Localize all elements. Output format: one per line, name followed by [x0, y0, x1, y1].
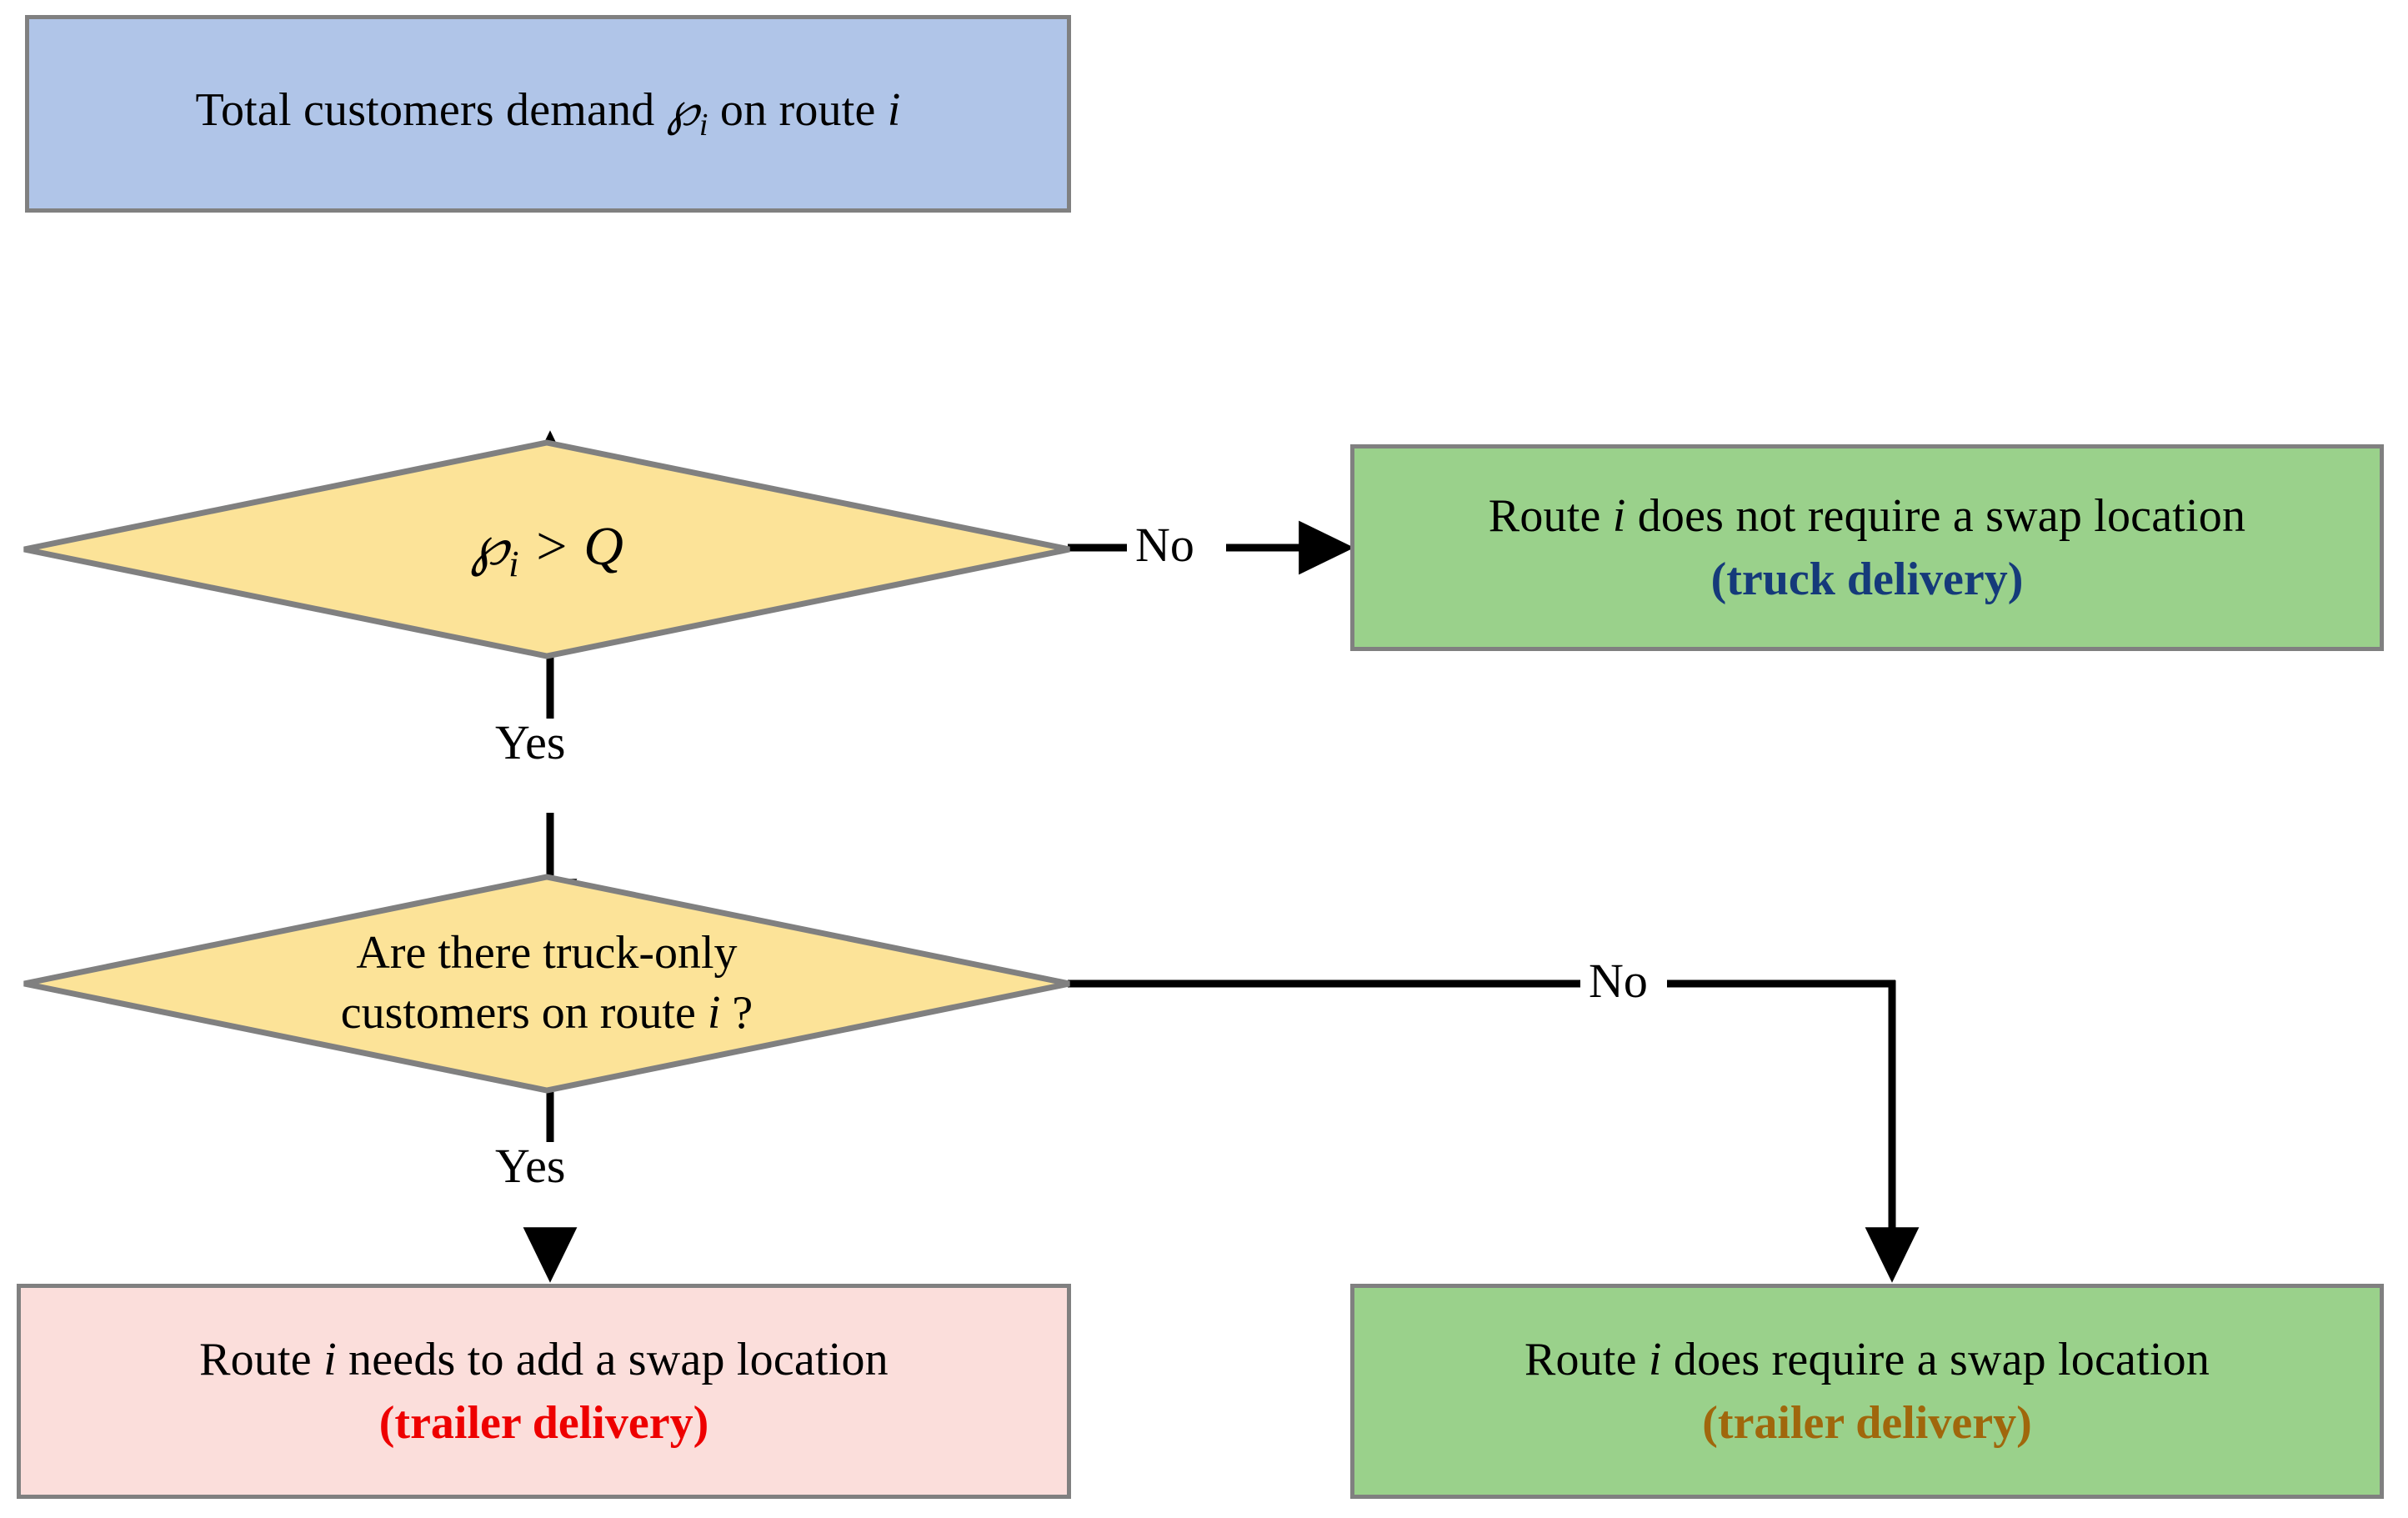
result-require-swap-route-index: i: [1648, 1333, 1662, 1385]
edge-label-capacity-yes: Yes: [487, 719, 574, 767]
node-decision-truck-only[interactable]: Are there truck-only customers on route …: [21, 874, 1073, 1094]
start-route-index: i: [887, 84, 901, 137]
action-add-swap-delivery-mode: (trailer delivery): [378, 1397, 709, 1449]
edge-label-capacity-no: No: [1127, 521, 1203, 569]
node-start[interactable]: Total customers demand ℘i on route i: [25, 15, 1071, 213]
edge-label-truckonly-yes: Yes: [487, 1142, 574, 1190]
node-result-no-swap[interactable]: Route i does not require a swap location…: [1350, 444, 2384, 651]
action-add-swap-suffix: needs to add a swap location: [336, 1333, 889, 1385]
node-start-label: Total customers demand ℘i on route i: [195, 83, 900, 144]
result-require-swap-delivery-mode: (trailer delivery): [1702, 1397, 2032, 1449]
start-text-suffix: on route: [708, 84, 888, 137]
action-add-swap-route-index: i: [323, 1333, 337, 1385]
start-symbol-subscript: i: [698, 108, 708, 143]
action-add-swap-prefix: Route: [199, 1333, 324, 1385]
node-action-add-swap[interactable]: Route i needs to add a swap location (tr…: [17, 1284, 1071, 1499]
result-no-swap-suffix: does not require a swap location: [1625, 489, 2246, 542]
result-require-swap-prefix: Route: [1524, 1333, 1649, 1385]
weierstrass-p-symbol: ℘: [666, 83, 699, 138]
node-result-require-swap[interactable]: Route i does require a swap location (tr…: [1350, 1284, 2384, 1499]
action-add-swap-line1: Route i needs to add a swap location: [199, 1332, 889, 1387]
result-no-swap-line1: Route i does not require a swap location: [1489, 488, 2245, 544]
edge-label-truckonly-no: No: [1580, 957, 1656, 1005]
decision-capacity-shape: [23, 439, 1070, 659]
result-no-swap-route-index: i: [1612, 489, 1626, 542]
result-no-swap-delivery-mode: (truck delivery): [1710, 554, 2024, 605]
start-text-prefix: Total customers demand: [195, 84, 667, 137]
node-decision-capacity[interactable]: ℘i > Q: [21, 439, 1073, 659]
result-require-swap-suffix: does require a swap location: [1661, 1333, 2210, 1385]
decision-truck-only-shape: [23, 874, 1070, 1094]
result-require-swap-line1: Route i does require a swap location: [1524, 1332, 2210, 1387]
result-no-swap-prefix: Route: [1488, 489, 1613, 542]
